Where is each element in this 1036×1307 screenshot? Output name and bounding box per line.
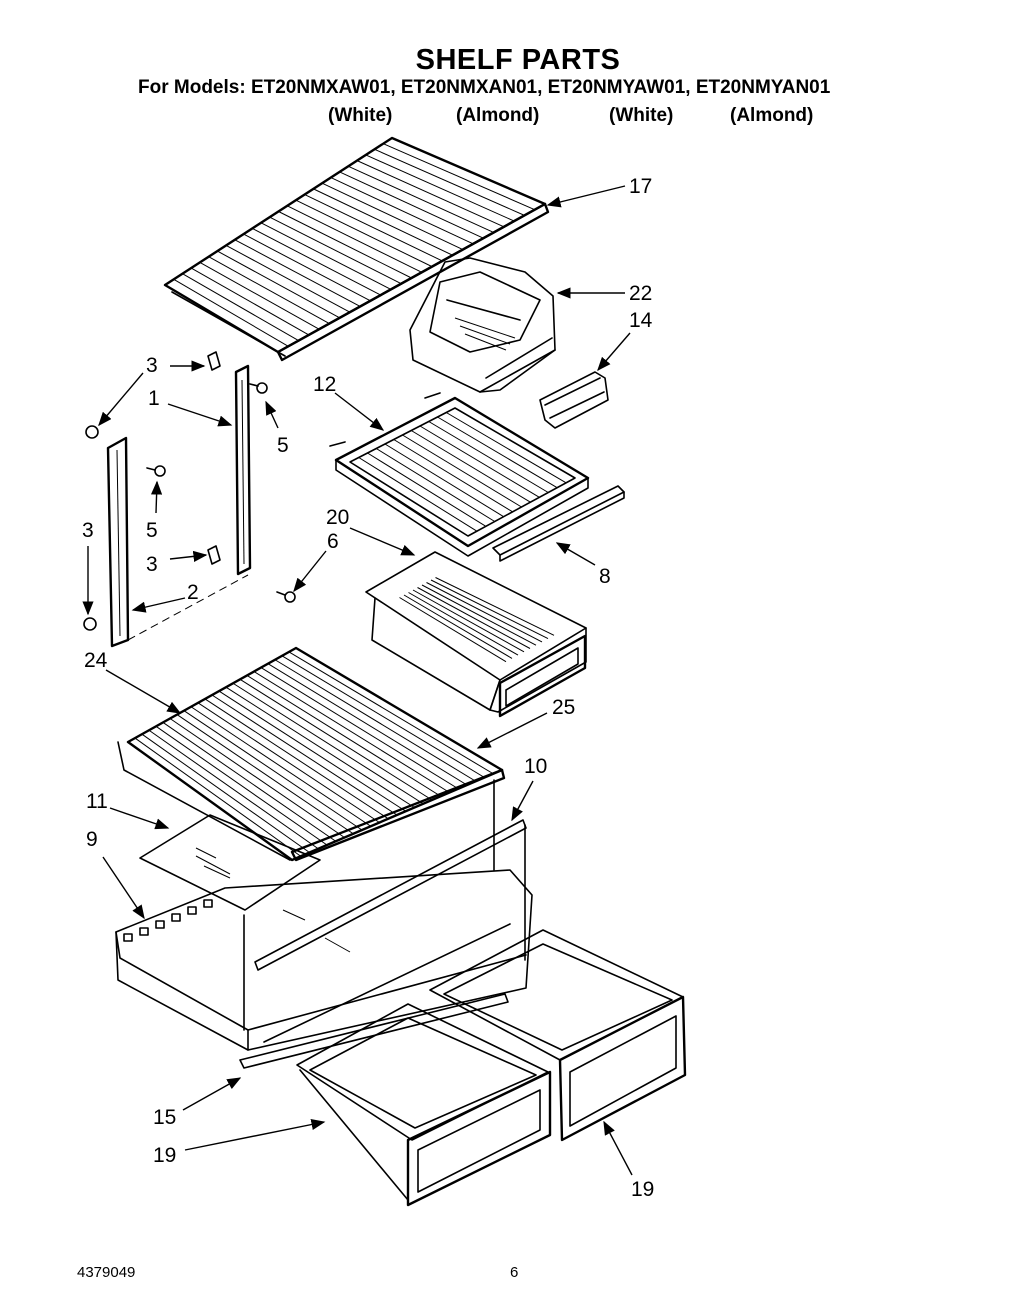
bracket-14 xyxy=(539,371,609,429)
callout-11: 11 xyxy=(86,790,108,813)
screws xyxy=(146,382,296,603)
callout-10: 10 xyxy=(524,755,547,778)
model-list: For Models: ET20NMXAW01, ET20NMXAN01, ET… xyxy=(138,77,831,98)
shelf-support-right-1 xyxy=(234,364,252,576)
frame-shelf-12 xyxy=(329,392,590,557)
model-color-4: (Almond) xyxy=(730,105,814,126)
callout-3-bottom: 3 xyxy=(146,553,158,576)
frame-vent-slots xyxy=(123,899,213,942)
document-number: 4379049 xyxy=(77,1264,136,1281)
crisper-frame-9 xyxy=(115,779,533,1051)
callout-19-left: 19 xyxy=(153,1144,176,1167)
small-bin xyxy=(409,257,556,393)
model-color-2: (Almond) xyxy=(456,105,540,126)
callout-19-right: 19 xyxy=(631,1178,654,1201)
callout-6: 6 xyxy=(327,530,339,553)
callout-20: 20 xyxy=(326,506,349,529)
shelf-support-left-2 xyxy=(106,436,130,648)
shelf-rail-8 xyxy=(492,485,625,562)
page-number: 6 xyxy=(510,1264,519,1281)
callout-1: 1 xyxy=(148,387,160,410)
callout-3-left: 3 xyxy=(82,519,94,542)
model-color-1: (White) xyxy=(328,105,393,126)
callout-3-top: 3 xyxy=(146,354,158,377)
callout-15: 15 xyxy=(153,1106,176,1129)
callout-5-left: 5 xyxy=(146,519,158,542)
page-title: SHELF PARTS xyxy=(415,44,621,76)
callout-17: 17 xyxy=(629,175,652,198)
callout-25: 25 xyxy=(552,696,575,719)
callout-2: 2 xyxy=(187,581,199,604)
callout-labels: 17 22 14 12 3 1 5 5 3 3 6 2 20 8 24 25 1… xyxy=(82,175,654,1201)
callout-14: 14 xyxy=(629,309,653,332)
callout-8: 8 xyxy=(599,565,611,588)
model-color-3: (White) xyxy=(609,105,674,126)
callout-22: 22 xyxy=(629,282,652,305)
wire-shelf-24 xyxy=(117,646,506,862)
callout-9: 9 xyxy=(86,828,98,851)
crisper-drawer-19-right xyxy=(429,929,687,1142)
callout-12: 12 xyxy=(313,373,336,396)
glass-cover-11 xyxy=(139,814,321,911)
crisper-drawer-20 xyxy=(365,551,587,718)
wire-shelf-top xyxy=(163,136,550,362)
support-caps xyxy=(83,351,221,631)
rail-15 xyxy=(239,993,509,1069)
crisper-drawer-19-left xyxy=(296,1003,552,1207)
callout-24: 24 xyxy=(84,649,108,672)
leader-lines xyxy=(82,185,633,1176)
callout-5-right: 5 xyxy=(277,434,289,457)
